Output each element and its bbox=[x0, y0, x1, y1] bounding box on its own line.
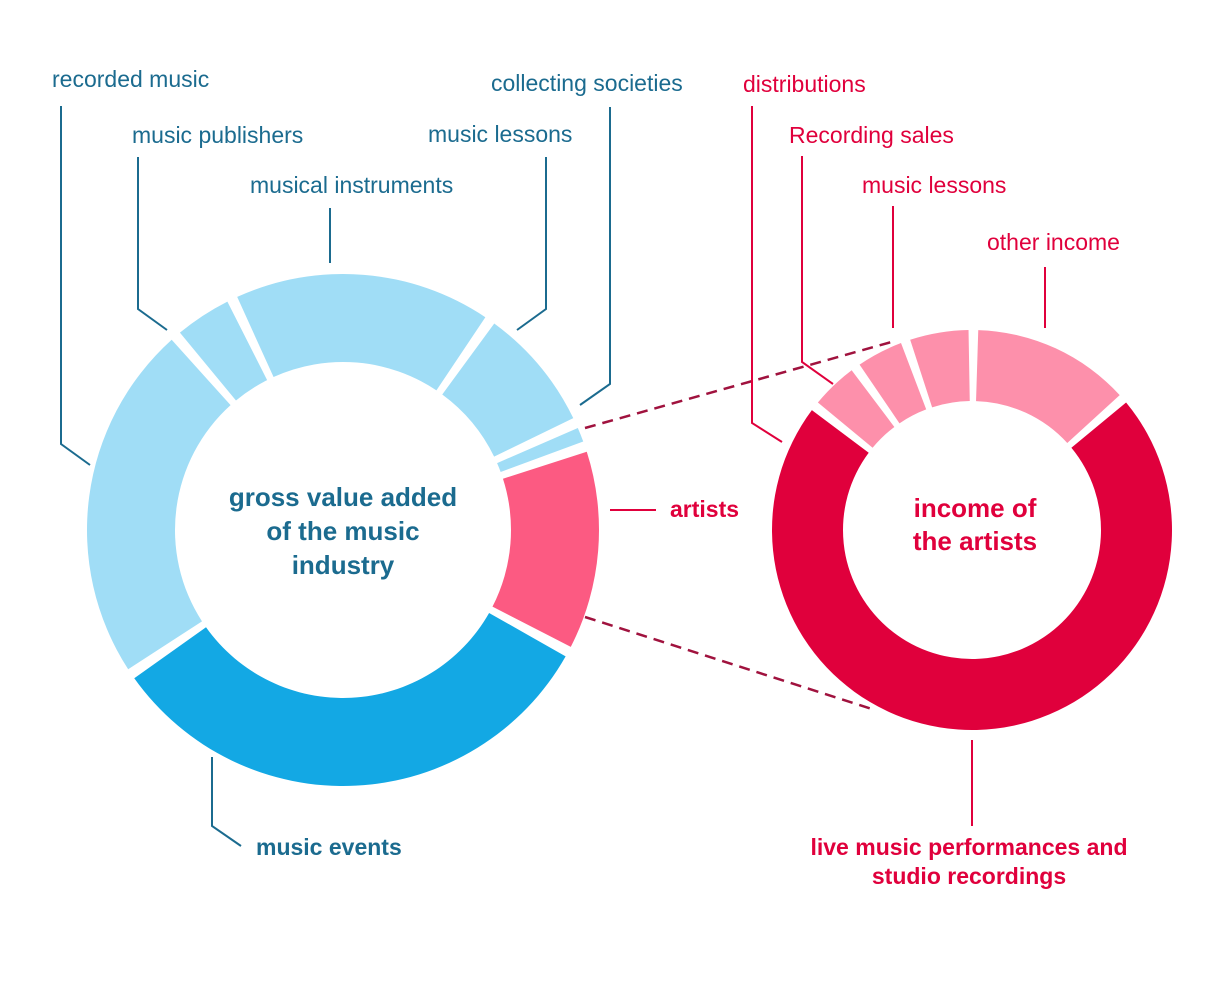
leader-music-events bbox=[211, 757, 242, 847]
label-music-lessons-right: music lessons bbox=[862, 172, 1006, 198]
label-distributions: distributions bbox=[743, 71, 866, 97]
segment-distributions bbox=[817, 370, 895, 448]
label-other-income: other income bbox=[987, 229, 1120, 255]
zoom-connector-bottom bbox=[584, 615, 876, 712]
segment-live-music-performances-and-studio-recordings bbox=[772, 402, 1172, 730]
label-musical-instruments: musical instruments bbox=[250, 172, 453, 198]
segment-music-lessons bbox=[442, 323, 574, 457]
leader-music-lessons-left bbox=[516, 157, 547, 331]
center-line-2: of the music bbox=[266, 516, 419, 546]
label-live-music-line-1: live music performances and bbox=[810, 834, 1127, 860]
segment-artists bbox=[492, 451, 599, 647]
label-music-events: music events bbox=[256, 834, 402, 860]
segment-music-events bbox=[134, 612, 566, 786]
gross-value-center-label: gross value added of the music industry bbox=[229, 482, 457, 580]
segment-music-publishers bbox=[179, 301, 268, 401]
label-recorded-music: recorded music bbox=[52, 66, 209, 92]
segment-other-income bbox=[976, 330, 1120, 444]
gross-value-donut bbox=[86, 274, 599, 786]
segment-recorded-music bbox=[86, 339, 231, 670]
center-line-1: gross value added bbox=[229, 482, 457, 512]
label-music-publishers: music publishers bbox=[132, 122, 303, 148]
leader-music-publishers bbox=[137, 157, 168, 331]
artist-income-center-label: income of the artists bbox=[913, 493, 1037, 556]
center-line-2: the artists bbox=[913, 526, 1037, 556]
segment-music-lessons bbox=[910, 330, 970, 408]
center-line-1: income of bbox=[914, 493, 1037, 523]
label-live-music-line-2: studio recordings bbox=[872, 863, 1066, 889]
leader-collecting-societies bbox=[579, 107, 611, 406]
leader-recorded-music bbox=[60, 106, 91, 466]
segment-collecting-societies bbox=[497, 428, 584, 472]
label-music-lessons-left: music lessons bbox=[428, 121, 572, 147]
segment-musical-instruments bbox=[237, 274, 486, 391]
leader-recording-sales bbox=[801, 156, 834, 385]
label-recording-sales: Recording sales bbox=[789, 122, 954, 148]
leader-distributions bbox=[751, 106, 783, 443]
center-line-3: industry bbox=[292, 550, 395, 580]
artist-income-donut bbox=[772, 330, 1172, 730]
segment-recording-sales bbox=[859, 343, 927, 424]
label-collecting-societies: collecting societies bbox=[491, 70, 683, 96]
label-artists: artists bbox=[670, 496, 739, 522]
